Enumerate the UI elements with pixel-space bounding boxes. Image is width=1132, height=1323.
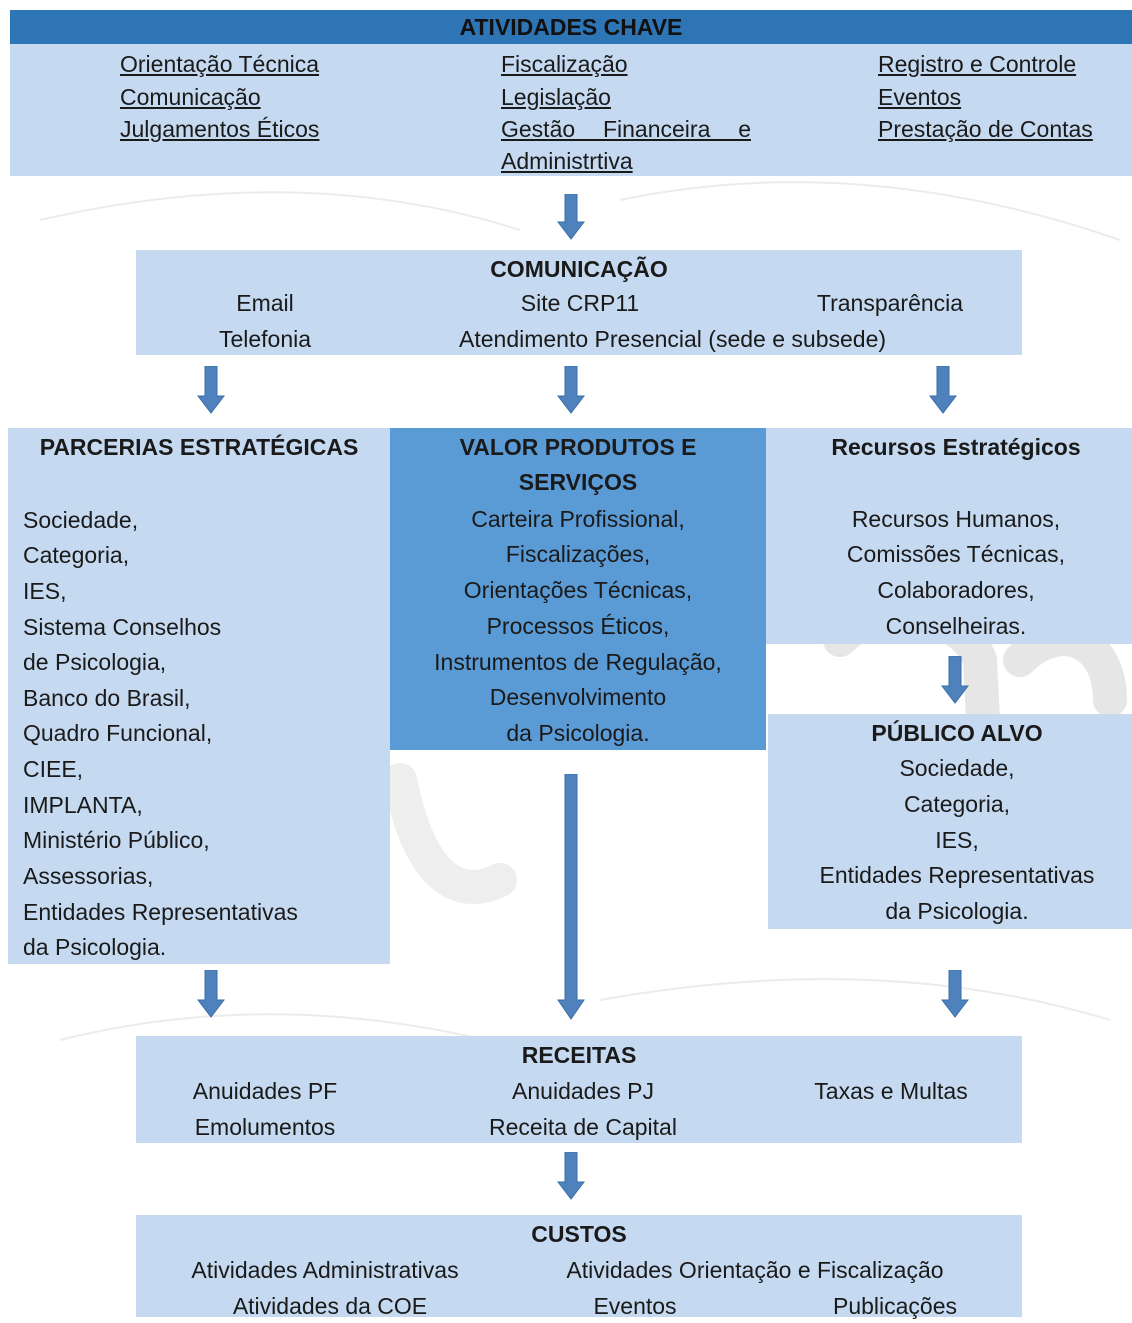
comunicacao-telefonia: Telefonia xyxy=(218,326,312,352)
arrow-down-icon xyxy=(557,194,585,240)
recurso-item: Comissões Técnicas, xyxy=(846,541,1066,567)
arrow-down-icon xyxy=(197,366,225,414)
publico-box xyxy=(768,714,1132,929)
custo-item: Atividades da COE xyxy=(232,1293,428,1319)
parceria-item: de Psicologia, xyxy=(23,649,167,675)
publico-item: Categoria, xyxy=(903,791,1011,817)
parcerias-title: PARCERIAS ESTRATÉGICAS xyxy=(39,434,359,460)
parceria-item: Assessorias, xyxy=(23,863,154,889)
valor-item: da Psicologia. xyxy=(506,720,650,746)
publico-item: Sociedade, xyxy=(899,755,1015,781)
atividade-item: Administrtiva xyxy=(501,148,633,174)
comunicacao-email: Email xyxy=(236,290,294,316)
parceria-item: IMPLANTA, xyxy=(23,792,143,818)
comunicacao-title: COMUNICAÇÃO xyxy=(490,256,668,282)
atividade-item: Legislação xyxy=(501,84,611,110)
atividades-chave-header-band xyxy=(10,10,1132,44)
receitas-box xyxy=(136,1036,1022,1143)
valor-item: Orientações Técnicas, xyxy=(463,577,693,603)
valor-item: Processos Éticos, xyxy=(486,613,670,639)
recurso-item: Colaboradores, xyxy=(877,577,1035,603)
atividade-item: Orientação Técnica xyxy=(120,51,320,77)
parceria-item: Sistema Conselhos xyxy=(23,614,222,640)
receita-item: Anuidades PF xyxy=(192,1078,338,1104)
parceria-item: Quadro Funcional, xyxy=(23,720,213,746)
valor-item: Instrumentos de Regulação, xyxy=(434,649,722,675)
comunicacao-transparencia: Transparência xyxy=(816,290,964,316)
parceria-item: Sociedade, xyxy=(23,507,139,533)
comunicacao-box xyxy=(136,250,1022,355)
arrow-down-icon xyxy=(941,970,969,1018)
parceria-item: Categoria, xyxy=(23,542,130,568)
recursos-box xyxy=(766,428,1132,644)
custo-item: Atividades Administrativas xyxy=(191,1257,459,1283)
custo-item: Publicações xyxy=(832,1293,958,1319)
arrow-down-icon xyxy=(557,1152,585,1200)
parceria-item: Entidades Representativas xyxy=(23,899,298,925)
arrow-down-icon xyxy=(197,970,225,1018)
valor-box xyxy=(390,428,766,750)
custo-item: Atividades Orientação e Fiscalização xyxy=(566,1257,944,1283)
parceria-item: da Psicologia. xyxy=(23,934,167,960)
atividade-item: Prestação de Contas xyxy=(878,116,1093,142)
atividades-chave-title: ATIVIDADES CHAVE xyxy=(459,14,683,40)
atividade-item: Eventos xyxy=(878,84,962,110)
receita-item: Taxas e Multas xyxy=(814,1078,968,1104)
recurso-item: Conselheiras. xyxy=(885,613,1027,639)
valor-title-line1: VALOR PRODUTOS E xyxy=(459,434,697,460)
parceria-item: IES, xyxy=(23,578,67,604)
arrow-down-icon xyxy=(557,366,585,414)
atividade-item: Gestão Financeira e xyxy=(501,112,751,146)
comunicacao-atendimento: Atendimento Presencial (sede e subsede) xyxy=(459,326,887,352)
atividade-item-text: Gestão Financeira e xyxy=(501,116,751,142)
publico-item: Entidades Representativas xyxy=(819,862,1095,888)
valor-item: Fiscalizações, xyxy=(505,541,651,567)
custo-item: Eventos xyxy=(593,1293,677,1319)
valor-item: Desenvolvimento xyxy=(489,684,667,710)
atividade-item: Julgamentos Éticos xyxy=(120,116,320,142)
atividade-item: Comunicação xyxy=(120,84,261,110)
parceria-item: Banco do Brasil, xyxy=(23,685,191,711)
comunicacao-site: Site CRP11 xyxy=(520,290,640,316)
atividade-item: Registro e Controle xyxy=(878,51,1077,77)
recurso-item: Recursos Humanos, xyxy=(851,506,1061,532)
custos-title: CUSTOS xyxy=(531,1221,627,1247)
publico-item: IES, xyxy=(935,827,979,853)
arrow-down-icon xyxy=(941,656,969,704)
atividade-item: Fiscalização xyxy=(501,51,628,77)
custos-box xyxy=(136,1215,1022,1317)
parceria-item: CIEE, xyxy=(23,756,84,782)
receita-item: Emolumentos xyxy=(194,1114,336,1140)
parcerias-box xyxy=(8,428,390,964)
receita-item: Receita de Capital xyxy=(489,1114,677,1140)
receitas-title: RECEITAS xyxy=(521,1042,637,1068)
valor-item: Carteira Profissional, xyxy=(471,506,685,532)
publico-item: da Psicologia. xyxy=(885,898,1029,924)
publico-title: PÚBLICO ALVO xyxy=(871,720,1043,746)
valor-title-line2: SERVIÇOS xyxy=(518,469,638,495)
recursos-title: Recursos Estratégicos xyxy=(831,434,1081,460)
arrow-down-long-icon xyxy=(557,774,585,1020)
arrow-down-icon xyxy=(929,366,957,414)
receita-item: Anuidades PJ xyxy=(512,1078,654,1104)
parceria-item: Ministério Público, xyxy=(23,827,210,853)
